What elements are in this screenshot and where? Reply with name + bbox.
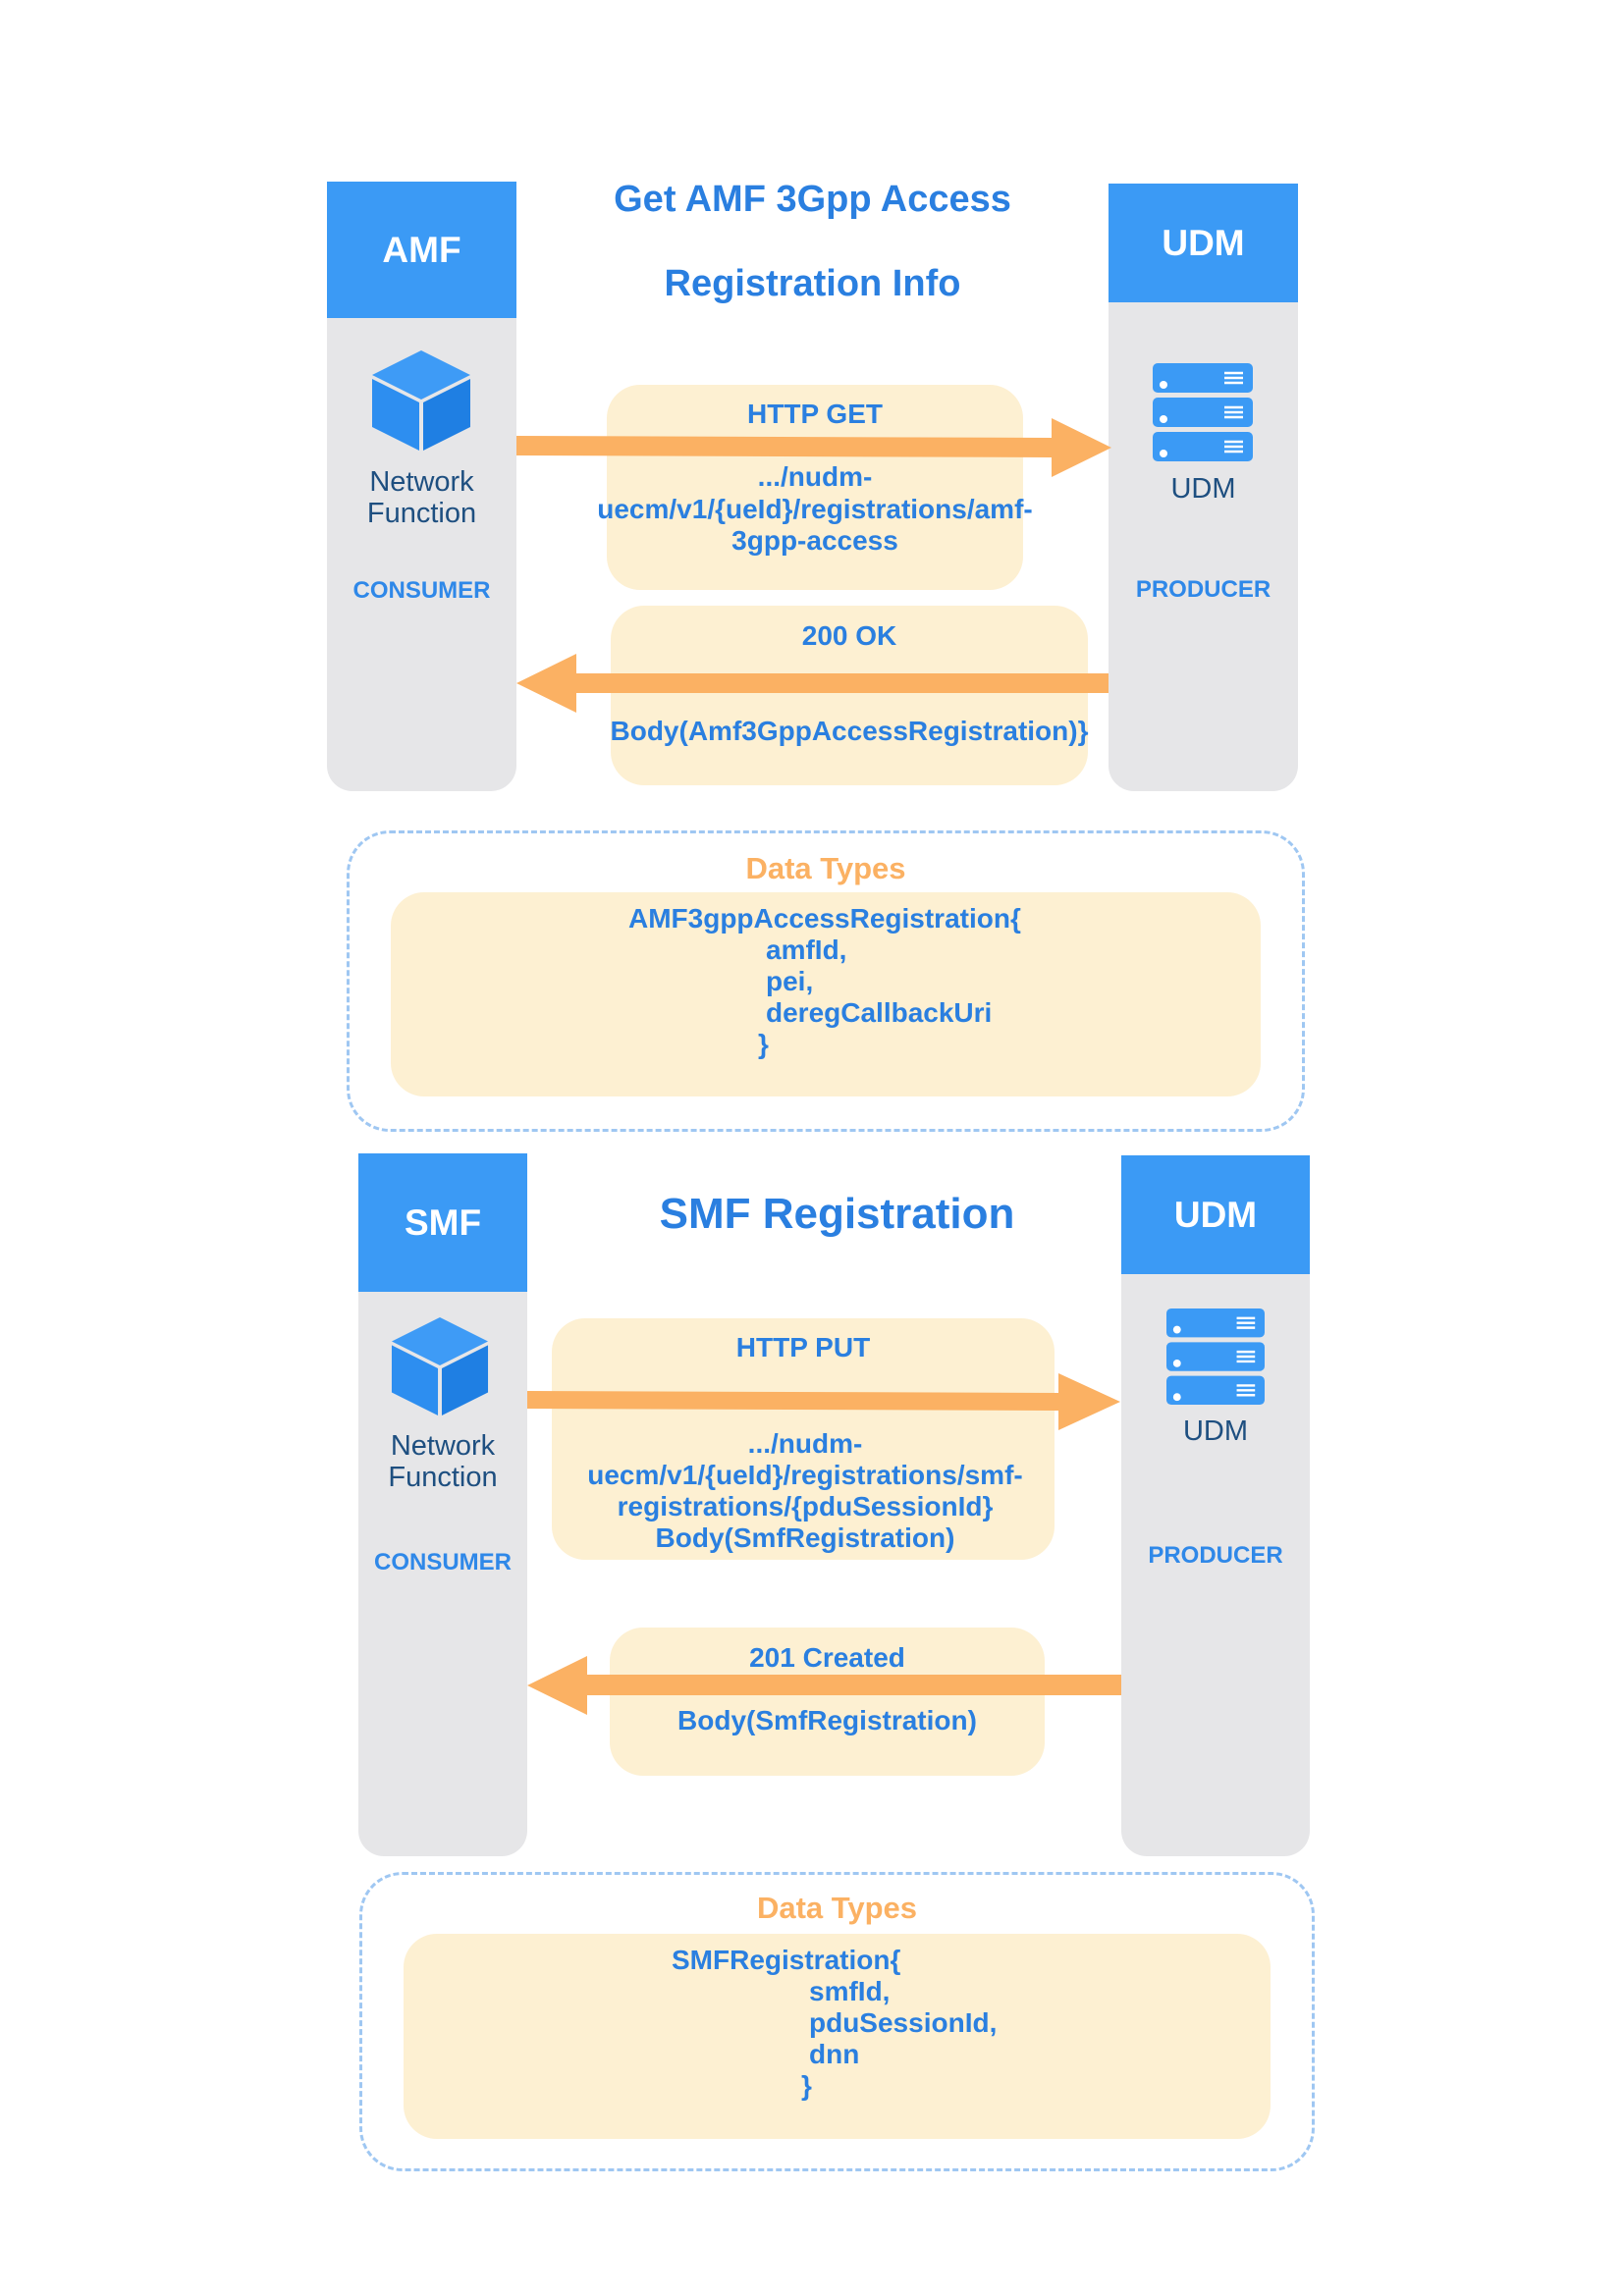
data-type-line: dnn [809, 2039, 860, 2069]
consumer-label-line2: Function [388, 1462, 498, 1493]
request-method: HTTP PUT [735, 1332, 871, 1362]
request-path-line2: uecm/v1/{ueId}/registrations/amf- [597, 494, 1033, 524]
request-arrow [516, 418, 1111, 477]
server-icon [1153, 363, 1253, 461]
producer-role: PRODUCER [1148, 1542, 1283, 1569]
response-status: 200 OK [801, 620, 897, 651]
data-type-line: amfId, [766, 934, 847, 965]
response-arrow [516, 654, 1109, 713]
data-types-title: Data Types [756, 1891, 918, 1925]
producer-lane-udm: UDM UDM PRODUCER [1109, 184, 1298, 791]
data-types-title: Data Types [745, 851, 906, 885]
request-path-line3: 3gpp-access [731, 525, 898, 556]
data-type-line: SMFRegistration{ [672, 1945, 901, 1975]
consumer-role: CONSUMER [352, 577, 491, 604]
request-message [607, 385, 1023, 590]
request-path-line1: .../nudm- [757, 461, 873, 492]
request-path-line3: registrations/{pduSessionId} [617, 1491, 994, 1522]
cube-icon [391, 1316, 489, 1415]
consumer-lane-amf: AMF Network Function CONSUMER [327, 182, 516, 791]
request-body: Body(SmfRegistration) [655, 1522, 955, 1553]
producer-role: PRODUCER [1135, 576, 1271, 603]
diagram-title: SMF Registration [659, 1190, 1015, 1238]
data-type-line: smfId, [809, 1976, 891, 2006]
data-type-line: pei, [766, 966, 814, 996]
cube-icon [372, 350, 470, 451]
consumer-header: AMF [327, 182, 516, 318]
request-arrow [527, 1373, 1120, 1430]
data-type-line: AMF3gppAccessRegistration{ [628, 903, 1021, 934]
consumer-label-line2: Function [366, 498, 477, 529]
data-types-body [391, 892, 1261, 1096]
request-method: HTTP GET [747, 399, 883, 429]
data-types-body [404, 1934, 1271, 2139]
data-type-line: pduSessionId, [809, 2007, 998, 2038]
consumer-label-line1: Network [369, 466, 474, 498]
response-message [610, 1628, 1045, 1776]
server-icon [1166, 1308, 1265, 1406]
response-status: 201 Created [749, 1642, 905, 1673]
producer-label: UDM [1170, 473, 1236, 505]
data-types-panel: Data Types [347, 830, 1305, 1132]
request-path-line2: uecm/v1/{ueId}/registrations/smf- [587, 1460, 1023, 1490]
response-arrow [527, 1656, 1121, 1715]
response-message [611, 606, 1088, 785]
data-types-panel: Data Types [359, 1872, 1315, 2171]
producer-lane-udm: UDM UDM PRODUCER [1121, 1155, 1310, 1856]
diagram-title-line2: Registration Info [664, 263, 961, 304]
request-path-line1: .../nudm- [747, 1428, 863, 1459]
response-body: Body(Amf3GppAccessRegistration)} [610, 716, 1089, 746]
producer-header: UDM [1121, 1155, 1310, 1274]
data-type-line: deregCallbackUri [766, 997, 993, 1028]
producer-label: UDM [1182, 1415, 1249, 1447]
diagram-title-line1: Get AMF 3Gpp Access [614, 179, 1011, 220]
consumer-header: SMF [358, 1153, 527, 1292]
data-type-line: } [801, 2070, 812, 2101]
consumer-label-line1: Network [390, 1430, 496, 1462]
request-message [552, 1318, 1055, 1560]
consumer-role: CONSUMER [373, 1549, 512, 1575]
producer-header: UDM [1109, 184, 1298, 302]
response-body: Body(SmfRegistration) [677, 1705, 977, 1735]
data-type-line: } [758, 1029, 769, 1059]
consumer-lane-smf: SMF Network Function CONSUMER [358, 1153, 527, 1856]
